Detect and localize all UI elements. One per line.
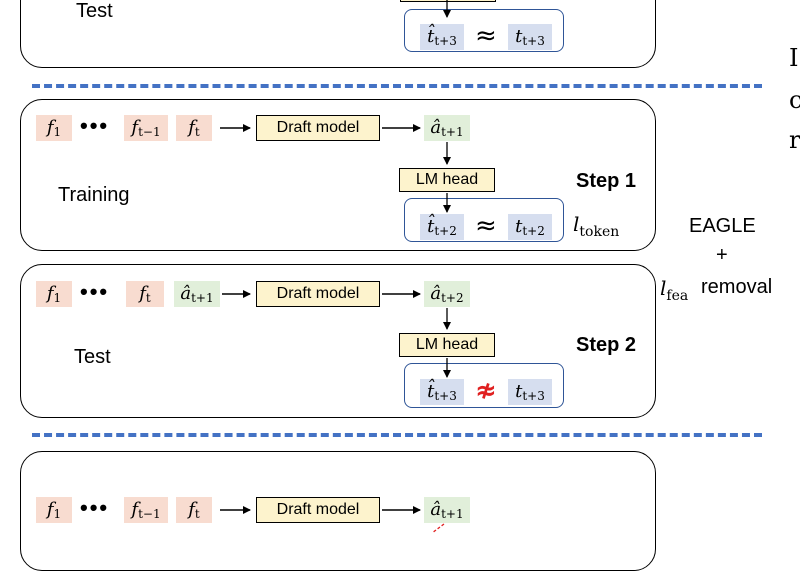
step2-test-label: Test [74,346,111,368]
step1-token-loss: ltoken [573,212,620,240]
top-pred-token: t̂t+3 [420,24,464,50]
bottom-input-f1: f1 [36,497,72,523]
top-lm-head-box-fragment [400,0,496,2]
step2-ellipsis: ••• [80,279,110,304]
step2-target-token: tt+3 [508,379,552,405]
bottom-ellipsis: ••• [80,495,110,520]
bottom-input-ft-1: ft−1 [124,497,168,523]
side-note-fea-loss: lfea [660,276,689,304]
step1-step-label: Step 1 [576,170,637,192]
bottom-output-a: ât+1 [424,497,470,523]
step1-pred-token: t̂t+2 [420,214,464,240]
right-edge-glyph-2: c [789,86,800,114]
step2-step-label: Step 2 [576,334,637,356]
step2-input-ft: ft [126,281,164,307]
step1-draft-model-box: Draft model [256,115,380,141]
bottom-input-ft: ft [176,497,212,523]
step2-input-f1: f1 [36,281,72,307]
bottom-draft-model-box: Draft model [256,497,380,523]
step1-approx-symbol: ≈ [475,211,497,241]
side-note-removal: removal [701,276,773,298]
step1-input-ft-1: ft−1 [124,115,168,141]
side-note-plus: + [716,244,728,266]
step2-input-a: ât+1 [174,281,220,307]
step1-compare-group [404,198,564,242]
step1-target-token: tt+2 [508,214,552,240]
top-target-token: tt+3 [508,24,552,50]
right-edge-glyph-3: r [789,126,800,154]
step1-ellipsis: ••• [80,113,110,138]
step1-output-a: ât+1 [424,115,470,141]
step2-output-a: ât+2 [424,281,470,307]
step2-not-approx-symbol: ≉ [475,376,497,406]
top-panel-label: Test [76,0,113,22]
top-compare-group [404,9,564,52]
side-note-eagle: EAGLE [689,215,756,237]
step1-lm-head-box: LM head [399,168,495,192]
step2-draft-model-box: Draft model [256,281,380,307]
step2-lm-head-box: LM head [399,333,495,357]
step2-compare-group [404,363,564,408]
step1-input-f1: f1 [36,115,72,141]
step1-input-ft: ft [176,115,212,141]
step1-training-label: Training [58,184,130,206]
top-approx-symbol: ≈ [475,21,497,51]
separator-top [32,84,762,88]
separator-bottom [32,433,762,437]
right-edge-glyph-1: I [789,44,799,72]
step2-pred-token: t̂t+3 [420,379,464,405]
